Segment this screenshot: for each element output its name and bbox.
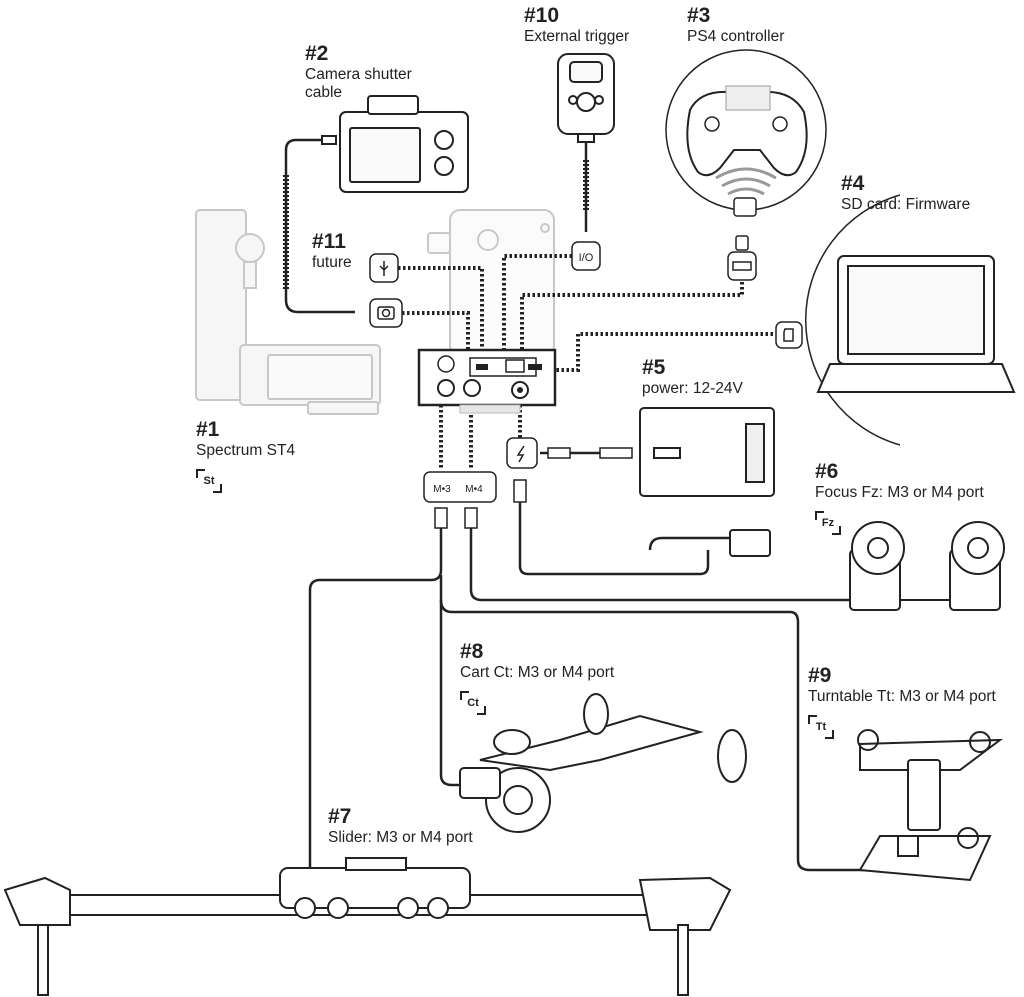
- label-2: #2 Camera shutter cable: [305, 42, 412, 102]
- label-4-number: #4: [841, 172, 865, 195]
- badge-tt-icon: Tt: [808, 715, 834, 739]
- label-2-line2: cable: [305, 83, 343, 101]
- label-9-text: Turntable Tt: M3 or M4 port: [808, 688, 996, 706]
- badge-st-text: St: [203, 475, 215, 487]
- io-label: I/O: [579, 252, 594, 264]
- badge-ct-icon: Ct: [460, 691, 486, 715]
- m4-port-label: M•4: [465, 484, 483, 495]
- dongle-port-box: [727, 235, 757, 281]
- camera-port-box: [369, 298, 403, 328]
- label-2-line1: Camera shutter: [305, 66, 412, 84]
- label-5-text: power: 12-24V: [642, 380, 743, 398]
- ps4-controller-group: [665, 49, 827, 217]
- external-trigger-remote: [557, 53, 615, 143]
- label-7: #7 Slider: M3 or M4 port: [328, 805, 473, 847]
- label-8: #8 Cart Ct: M3 or M4 port: [460, 640, 614, 682]
- label-11: #11 future: [312, 230, 352, 272]
- mounting-plate: [427, 209, 555, 357]
- label-9-number: #9: [808, 664, 832, 687]
- label-3: #3 PS4 controller: [687, 4, 784, 46]
- label-8-number: #8: [460, 640, 484, 663]
- label-1-text: Spectrum ST4: [196, 442, 296, 460]
- turntable: [857, 729, 1004, 882]
- power-port-box: [506, 437, 633, 503]
- sd-card-icon: [783, 328, 794, 342]
- label-6-number: #6: [815, 460, 839, 483]
- m3-port-label: M•3: [433, 484, 451, 495]
- label-7-text: Slider: M3 or M4 port: [328, 829, 473, 847]
- dotted-cables: [398, 254, 778, 470]
- label-10-text: External trigger: [524, 28, 630, 46]
- badge-ct-text: Ct: [467, 697, 479, 709]
- label-10: #10 External trigger: [524, 4, 629, 46]
- label-11-text: future: [312, 254, 352, 272]
- laptop-group: [804, 194, 1016, 446]
- coil-sections: [283, 160, 589, 290]
- io-port-box: I/O: [571, 241, 601, 271]
- label-10-number: #10: [524, 4, 560, 27]
- label-8-text: Cart Ct: M3 or M4 port: [460, 664, 615, 682]
- usb-port-box: [369, 253, 399, 283]
- spectrum-st4-head: [195, 209, 381, 415]
- focus-motors: [849, 521, 1005, 611]
- label-4-text: SD card: Firmware: [841, 196, 971, 214]
- label-9: #9 Turntable Tt: M3 or M4 port: [808, 664, 996, 706]
- motor-port-box: M•3 M•4: [423, 471, 497, 529]
- bluetooth-dongle-icon: [732, 261, 752, 271]
- label-3-number: #3: [687, 4, 711, 27]
- label-7-number: #7: [328, 805, 352, 828]
- laptop: [816, 255, 1016, 393]
- label-6: #6 Focus Fz: M3 or M4 port: [815, 460, 984, 502]
- badge-fz-icon: Fz: [815, 511, 841, 535]
- label-6-text: Focus Fz: M3 or M4 port: [815, 484, 984, 502]
- slider: [3, 857, 732, 996]
- controller-box: [417, 348, 557, 414]
- usb-icon: [379, 261, 389, 276]
- sd-port-box: [775, 321, 803, 349]
- badge-fz-text: Fz: [821, 517, 835, 529]
- lightning-icon: [516, 445, 525, 463]
- camera: [321, 95, 469, 193]
- label-1: #1 Spectrum ST4: [196, 418, 295, 460]
- label-5: #5 power: 12-24V: [642, 356, 743, 398]
- label-2-number: #2: [305, 42, 329, 65]
- badge-st-icon: St: [196, 469, 222, 493]
- camera-icon: [377, 306, 395, 320]
- power-supply: [639, 407, 775, 557]
- label-5-number: #5: [642, 356, 666, 379]
- label-1-number: #1: [196, 418, 220, 441]
- label-11-number: #11: [312, 230, 346, 253]
- cart: [459, 693, 747, 833]
- label-4: #4 SD card: Firmware: [841, 172, 970, 214]
- label-3-text: PS4 controller: [687, 28, 785, 46]
- badge-tt-text: Tt: [815, 721, 827, 733]
